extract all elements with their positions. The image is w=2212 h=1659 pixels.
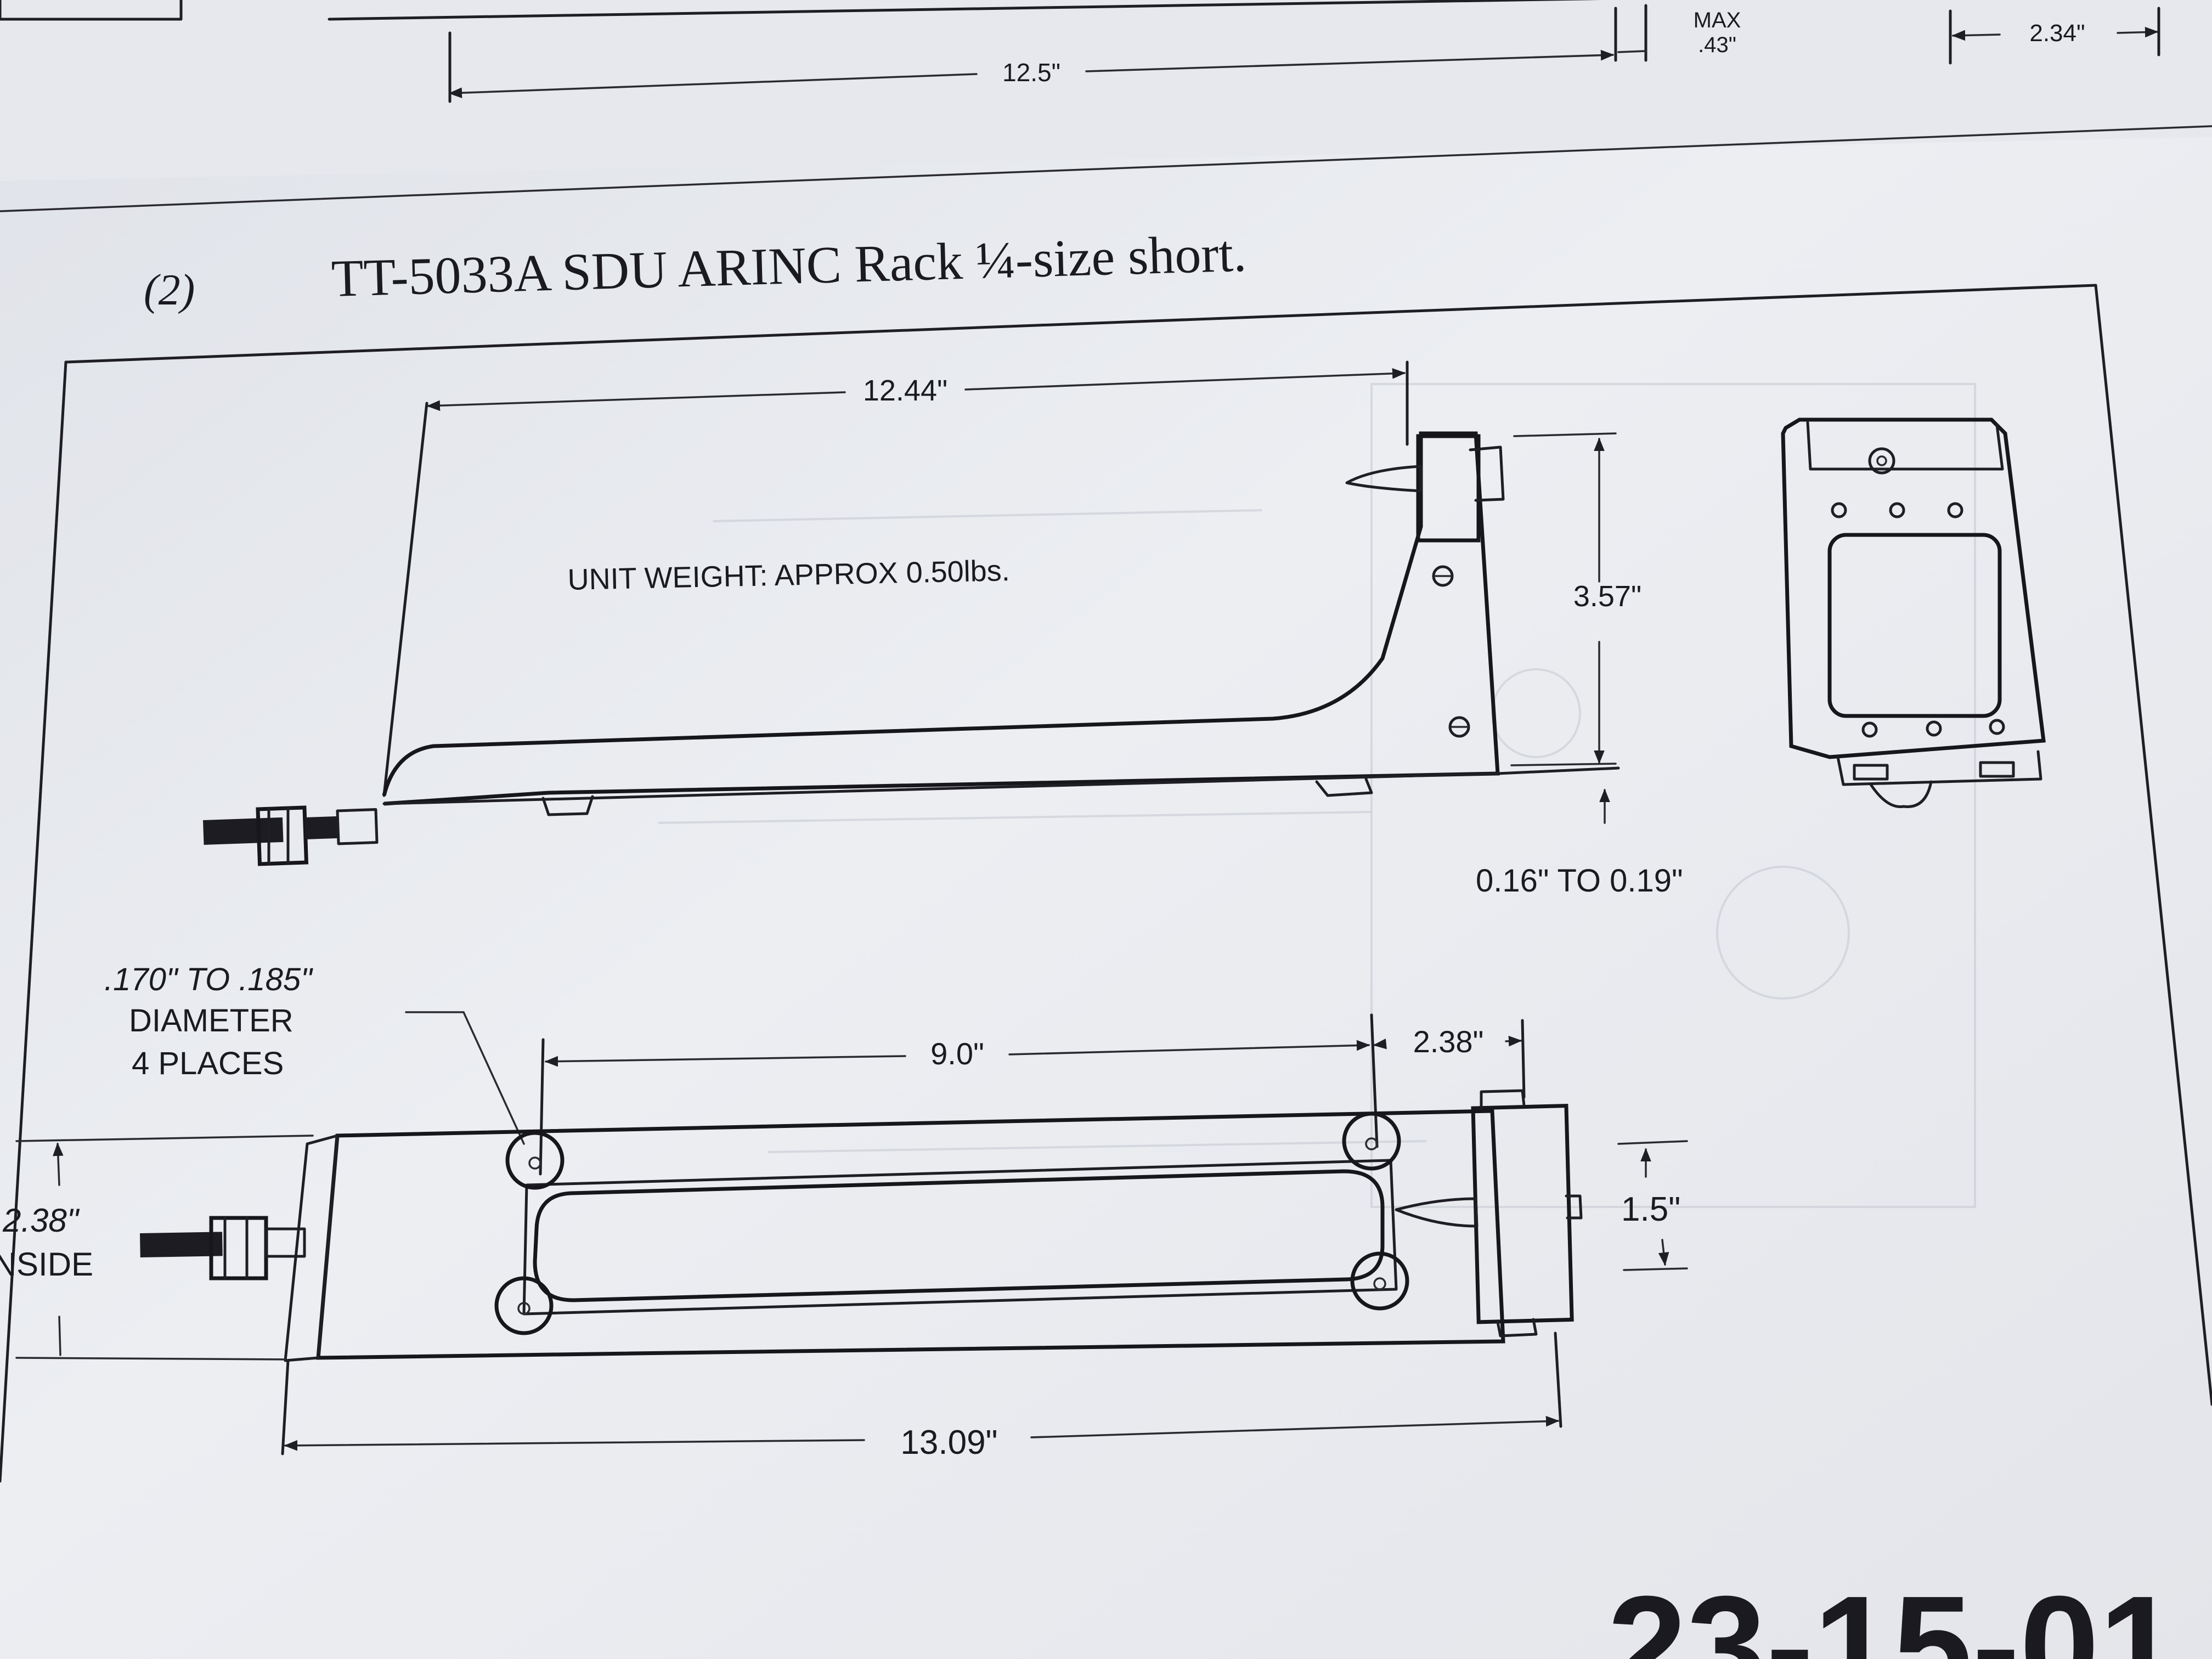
section-number: (2) — [144, 266, 195, 314]
previous-figure: 12.5" MAX .43" 2.34" — [0, 0, 2160, 103]
max-value: .43" — [1698, 33, 1736, 57]
hole-spec-line-1: .170" TO .185" — [104, 962, 313, 997]
page-edge-line — [0, 125, 2212, 212]
inside-width-value: 2.38" — [2, 1202, 80, 1239]
hole-spec-line-3: 4 PLACES — [132, 1046, 284, 1081]
inside-width-label: INSIDE — [0, 1246, 93, 1283]
page-number: 23-15-01 — [1607, 1567, 2179, 1659]
top-view: .170" TO .185" DIAMETER 4 PLACES 9.0" 2.… — [0, 962, 1688, 1462]
hole-spacing-dimension: 9.0" — [930, 1036, 984, 1071]
figure-frame-top-right — [64, 284, 2212, 1406]
side-height-dimension: 3.57" — [1573, 580, 1641, 613]
connector-width-dimension: 1.5" — [1621, 1190, 1680, 1228]
side-view: 12.44" 3.57" 0.16" TO 0.19" UNIT W — [203, 360, 1683, 899]
overall-length-dimension: 13.09" — [900, 1424, 997, 1462]
top-length-dimension: 12.5" — [1002, 58, 1060, 87]
max-label: MAX — [1694, 8, 1741, 32]
end-view — [1781, 417, 2046, 808]
end-offset-dimension: 2.38" — [1413, 1024, 1484, 1059]
previous-figure-area — [0, 0, 2212, 181]
figure-frame-left — [0, 360, 67, 1483]
gap-dimension: 0.16" TO 0.19" — [1476, 863, 1683, 899]
reverse-side-showthrough — [658, 383, 1976, 1208]
top-width-dimension: 2.34" — [2029, 20, 2085, 47]
hole-spec-line-2: DIAMETER — [129, 1003, 294, 1039]
side-length-dimension: 12.44" — [863, 374, 947, 407]
